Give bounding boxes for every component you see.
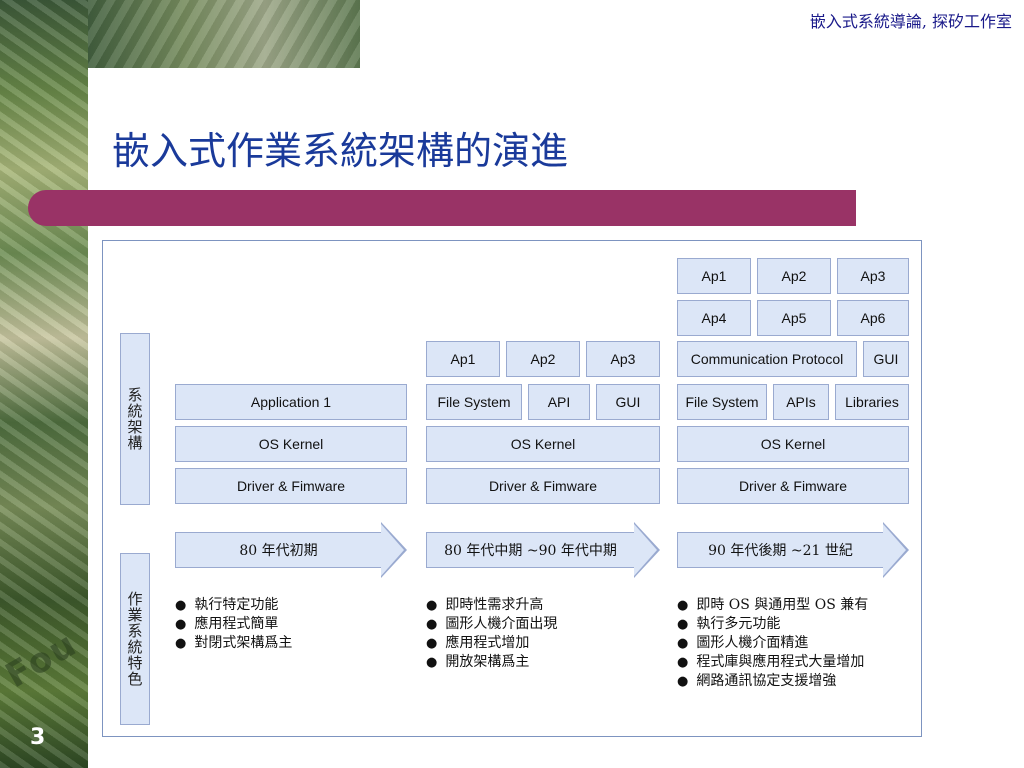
era3-libraries-box: Libraries bbox=[835, 384, 909, 420]
era3-timeline-arrow: 90 年代後期 ~21 世紀 bbox=[677, 522, 909, 578]
architecture-diagram: 系統架構 作業系統特色 Application 1 OS Kernel Driv… bbox=[102, 240, 922, 737]
feature-item: 圖形人機介面出現 bbox=[426, 615, 557, 634]
era2-api-box: API bbox=[528, 384, 590, 420]
era1-timeline-arrow: 80 年代初期 bbox=[175, 522, 407, 578]
era3-app-box: Ap6 bbox=[837, 300, 909, 336]
era2-timeline-label: 80 年代中期 ~90 年代中期 bbox=[444, 543, 617, 559]
feature-item: 網路通訊協定支援增強 bbox=[677, 672, 868, 691]
feature-item: 應用程式增加 bbox=[426, 634, 557, 653]
era3-feature-list: 即時 OS 與通用型 OS 兼有 執行多元功能 圖形人機介面精進 程式庫與應用程… bbox=[677, 596, 868, 691]
era3-app-box: Ap2 bbox=[757, 258, 831, 294]
era2-app-box: Ap1 bbox=[426, 341, 500, 377]
era2-app-box: Ap3 bbox=[586, 341, 660, 377]
era1-driver-box: Driver & Fimware bbox=[175, 468, 407, 504]
era1-application-box: Application 1 bbox=[175, 384, 407, 420]
feature-item: 圖形人機介面精進 bbox=[677, 634, 868, 653]
era2-feature-list: 即時性需求升高 圖形人機介面出現 應用程式增加 開放架構爲主 bbox=[426, 596, 557, 672]
feature-item: 開放架構爲主 bbox=[426, 653, 557, 672]
era3-app-box: Ap5 bbox=[757, 300, 831, 336]
header-subtitle: 嵌入式系統導論, 探矽工作室 bbox=[809, 12, 1012, 31]
slide-number: 3 bbox=[30, 725, 46, 750]
era3-timeline-label: 90 年代後期 ~21 世紀 bbox=[708, 543, 853, 559]
era3-gui-box: GUI bbox=[863, 341, 909, 377]
era2-gui-box: GUI bbox=[596, 384, 660, 420]
era3-driver-box: Driver & Fimware bbox=[677, 468, 909, 504]
title-accent-bar bbox=[28, 190, 856, 226]
era2-driver-box: Driver & Fimware bbox=[426, 468, 660, 504]
label-architecture: 系統架構 bbox=[120, 333, 150, 505]
era3-filesystem-box: File System bbox=[677, 384, 767, 420]
era2-kernel-box: OS Kernel bbox=[426, 426, 660, 462]
background-photo-left bbox=[0, 0, 88, 768]
era3-comm-protocol-box: Communication Protocol bbox=[677, 341, 857, 377]
background-photo-top bbox=[88, 0, 360, 68]
feature-item: 即時 OS 與通用型 OS 兼有 bbox=[677, 596, 868, 615]
era1-timeline-label: 80 年代初期 bbox=[239, 543, 318, 559]
era2-timeline-arrow: 80 年代中期 ~90 年代中期 bbox=[426, 522, 660, 578]
era3-kernel-box: OS Kernel bbox=[677, 426, 909, 462]
label-features: 作業系統特色 bbox=[120, 553, 150, 725]
era3-app-box: Ap1 bbox=[677, 258, 751, 294]
slide-title: 嵌入式作業系統架構的演進 bbox=[112, 129, 569, 173]
feature-item: 執行多元功能 bbox=[677, 615, 868, 634]
feature-item: 執行特定功能 bbox=[175, 596, 292, 615]
feature-item: 對閉式架構爲主 bbox=[175, 634, 292, 653]
era3-app-box: Ap3 bbox=[837, 258, 909, 294]
era3-app-box: Ap4 bbox=[677, 300, 751, 336]
era3-apis-box: APIs bbox=[773, 384, 829, 420]
corner-curve bbox=[88, 68, 208, 188]
era1-feature-list: 執行特定功能 應用程式簡單 對閉式架構爲主 bbox=[175, 596, 292, 653]
feature-item: 程式庫與應用程式大量增加 bbox=[677, 653, 868, 672]
feature-item: 即時性需求升高 bbox=[426, 596, 557, 615]
era2-app-box: Ap2 bbox=[506, 341, 580, 377]
era2-filesystem-box: File System bbox=[426, 384, 522, 420]
era1-kernel-box: OS Kernel bbox=[175, 426, 407, 462]
feature-item: 應用程式簡單 bbox=[175, 615, 292, 634]
